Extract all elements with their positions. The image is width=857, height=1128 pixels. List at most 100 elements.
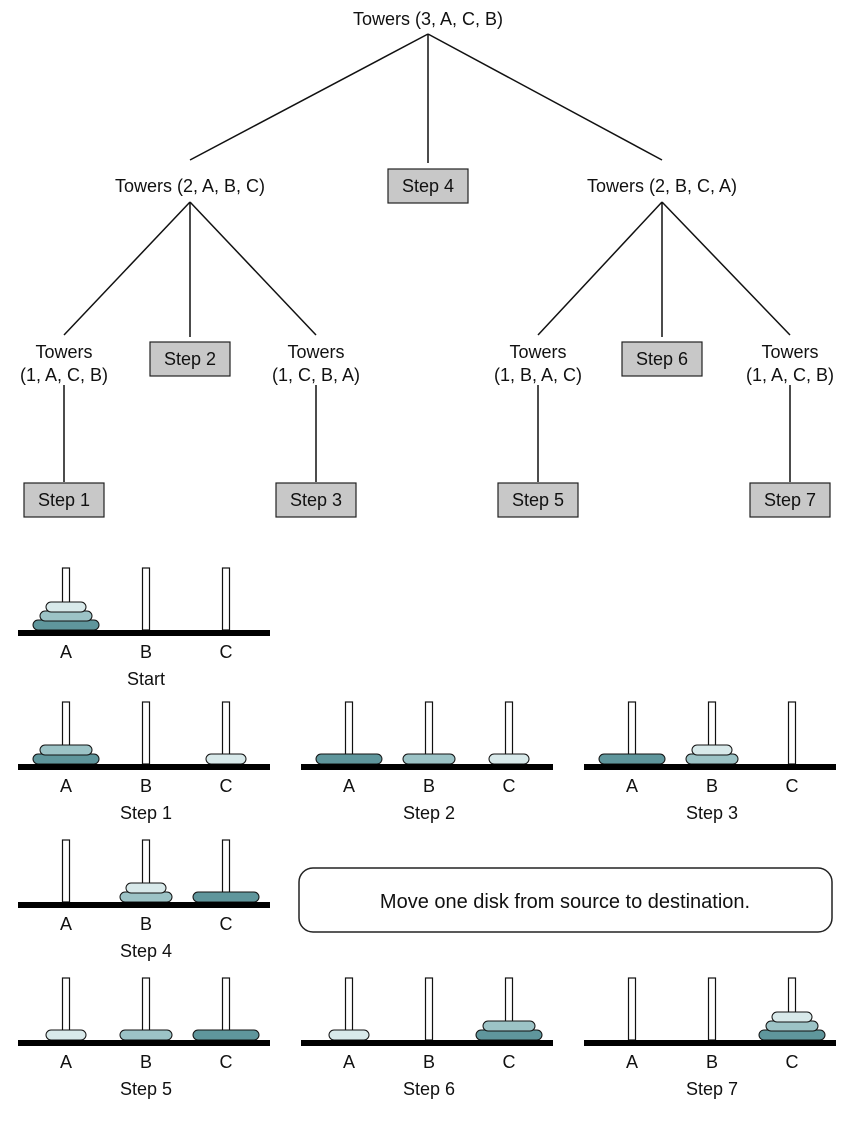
peg-label-b: B <box>423 1052 435 1072</box>
peg-label-b: B <box>706 1052 718 1072</box>
panel-step1: A B C Step 1 <box>18 701 270 823</box>
tree-leaf-step-7-box <box>749 482 831 518</box>
tree-node-l3-3-name: Towers <box>509 342 566 362</box>
panel-step3: A B C Step 3 <box>584 701 836 823</box>
note-callout: Move one disk from source to destination… <box>298 867 833 933</box>
peg-label-c: C <box>220 914 233 934</box>
panel-caption: Step 7 <box>686 1079 738 1099</box>
large-disk <box>192 1029 260 1041</box>
tree-leaf-step-3-box <box>275 482 357 518</box>
panel-caption: Start <box>127 669 165 689</box>
tree-node-l2-0: Towers (2, A, B, C) <box>115 176 265 196</box>
tree-node-l3-3-args: (1, B, A, C) <box>494 365 582 385</box>
tree-node-l3-0-name: Towers <box>35 342 92 362</box>
medium-disk <box>402 753 456 765</box>
tree-node-l3-2-name: Towers <box>287 342 344 362</box>
tree-node-l3-5-args: (1, A, C, B) <box>746 365 834 385</box>
peg-b <box>141 567 151 631</box>
panel-start: A B C Start <box>18 567 270 689</box>
peg-label-c: C <box>503 1052 516 1072</box>
edge-r-1 <box>537 201 663 336</box>
tree-leaf-step-7: Step 7 <box>764 490 816 510</box>
base-platform <box>301 764 553 770</box>
peg-label-c: C <box>220 1052 233 1072</box>
small-disk <box>488 753 530 765</box>
peg-label-a: A <box>343 1052 355 1072</box>
edge-l-1 <box>63 201 191 336</box>
panel-caption: Step 1 <box>120 803 172 823</box>
medium-disk <box>39 744 93 756</box>
large-disk <box>315 753 383 765</box>
edge-root-left <box>189 33 429 161</box>
base-platform <box>301 1040 553 1046</box>
tree-node-l3-2-args: (1, C, B, A) <box>272 365 360 385</box>
peg-label-a: A <box>626 1052 638 1072</box>
peg-label-c: C <box>786 776 799 796</box>
tree-leaf-step-3: Step 3 <box>290 490 342 510</box>
edge-root-right <box>427 33 663 161</box>
peg-label-a: A <box>60 642 72 662</box>
peg-label-b: B <box>140 642 152 662</box>
tree-leaf-step-5: Step 5 <box>512 490 564 510</box>
medium-disk <box>482 1020 536 1032</box>
peg-label-c: C <box>220 642 233 662</box>
base-platform <box>18 630 270 636</box>
peg-label-a: A <box>60 776 72 796</box>
peg-label-c: C <box>220 776 233 796</box>
small-disk <box>205 753 247 765</box>
peg-c <box>221 567 231 631</box>
base-platform <box>18 764 270 770</box>
small-disk <box>45 601 87 613</box>
tree-node-step-2-box <box>149 341 231 377</box>
tree-node-step-6-box <box>621 341 703 377</box>
tree-node-step4: Step 4 <box>402 176 454 196</box>
peg-label-b: B <box>706 776 718 796</box>
edge-l-3 <box>189 201 317 336</box>
peg-label-b: B <box>140 776 152 796</box>
peg-b <box>707 977 717 1041</box>
tree-node-step-2: Step 2 <box>164 349 216 369</box>
panel-caption: Step 3 <box>686 803 738 823</box>
peg-label-b: B <box>140 914 152 934</box>
peg-label-a: A <box>626 776 638 796</box>
tree-node-l2-2: Towers (2, B, C, A) <box>587 176 737 196</box>
panel-caption: Step 5 <box>120 1079 172 1099</box>
small-disk <box>691 744 733 756</box>
note-text: Move one disk from source to destination… <box>380 891 750 913</box>
peg-label-a: A <box>60 914 72 934</box>
tree-leaf-step-5-box <box>497 482 579 518</box>
peg-b <box>141 701 151 765</box>
tree-leaf-step-1-box <box>23 482 105 518</box>
tree-node-l3-0-args: (1, A, C, B) <box>20 365 108 385</box>
panel-step7: A B C Step 7 <box>584 977 836 1099</box>
large-disk <box>598 753 666 765</box>
panel-caption: Step 2 <box>403 803 455 823</box>
panel-step6: A B C Step 6 <box>301 977 553 1099</box>
base-platform <box>18 902 270 908</box>
peg-a <box>627 977 637 1041</box>
peg-label-c: C <box>786 1052 799 1072</box>
base-platform <box>584 1040 836 1046</box>
small-disk <box>125 882 167 894</box>
peg-b <box>424 977 434 1041</box>
base-platform <box>18 1040 270 1046</box>
edge-r-3 <box>661 201 791 336</box>
peg-label-b: B <box>140 1052 152 1072</box>
small-disk <box>328 1029 370 1041</box>
base-platform <box>584 764 836 770</box>
peg-label-b: B <box>423 776 435 796</box>
small-disk <box>771 1011 813 1023</box>
recursion-tree-edges <box>63 33 791 482</box>
large-disk <box>192 891 260 903</box>
tree-leaf-step-1: Step 1 <box>38 490 90 510</box>
panel-caption: Step 6 <box>403 1079 455 1099</box>
medium-disk <box>119 1029 173 1041</box>
tree-root-label: Towers (3, A, C, B) <box>353 9 503 29</box>
small-disk <box>45 1029 87 1041</box>
tree-node-l3-5-name: Towers <box>761 342 818 362</box>
